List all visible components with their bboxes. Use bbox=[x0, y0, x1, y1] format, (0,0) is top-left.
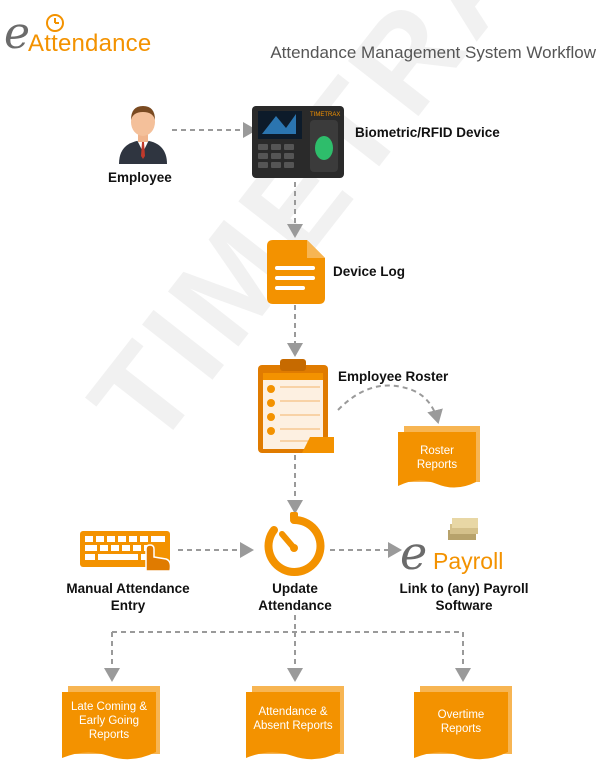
attendance-reports-line: Attendance & bbox=[258, 706, 328, 718]
roster-label: Employee Roster bbox=[338, 369, 449, 384]
payroll-link-line: Link to (any) Payroll bbox=[399, 581, 529, 596]
manual-entry-label: Manual Attendance Entry bbox=[55, 580, 201, 614]
manual-entry-line: Entry bbox=[110, 598, 146, 613]
attendance-reports-text: Attendance & Absent Reports bbox=[246, 705, 340, 733]
roster-reports-line: Reports bbox=[416, 459, 458, 471]
biometric-device-icon: TIMETRAX bbox=[252, 106, 344, 178]
late-reports-line: Reports bbox=[88, 729, 130, 741]
overtime-reports-line: Reports bbox=[440, 723, 482, 735]
arrow-roster-reports bbox=[337, 384, 443, 424]
roster-reports-line: Roster bbox=[420, 445, 454, 457]
payroll-logo-text: Payroll bbox=[433, 548, 504, 574]
attendance-reports-shape bbox=[246, 686, 344, 760]
page-title: Attendance Management System Workflow bbox=[270, 43, 596, 62]
keyboard-icon bbox=[80, 531, 172, 572]
logo-e: e bbox=[4, 8, 31, 59]
late-reports-line: Late Coming & bbox=[70, 701, 148, 713]
device-brand-text: TIMETRAX bbox=[310, 112, 340, 118]
late-reports-shape bbox=[62, 686, 160, 760]
payroll-link-line: Software bbox=[435, 598, 493, 613]
document-icon bbox=[267, 240, 325, 304]
payroll-link-label: Link to (any) Payroll Software bbox=[385, 580, 543, 614]
logo-text: Attendance bbox=[28, 30, 152, 57]
update-attendance-line: Attendance bbox=[258, 598, 332, 613]
device-label: Biometric/RFID Device bbox=[355, 125, 500, 140]
update-attendance-line: Update bbox=[272, 581, 318, 596]
employee-avatar-icon bbox=[119, 106, 167, 164]
attendance-reports-line: Absent Reports bbox=[253, 720, 333, 732]
manual-entry-line: Manual Attendance bbox=[66, 581, 190, 596]
update-attendance-label: Update Attendance bbox=[238, 580, 352, 614]
payroll-logo-e: e bbox=[400, 526, 428, 580]
late-reports-text: Late Coming & Early Going Reports bbox=[62, 700, 156, 742]
device-log-label: Device Log bbox=[333, 264, 406, 279]
overtime-reports-line: Overtime bbox=[437, 709, 485, 721]
clipboard-roster-icon bbox=[258, 359, 334, 453]
roster-reports-text: Roster Reports bbox=[398, 444, 476, 472]
money-stack-icon bbox=[448, 518, 478, 540]
timer-icon bbox=[264, 512, 325, 576]
employee-label: Employee bbox=[108, 170, 172, 185]
overtime-reports-shape bbox=[414, 686, 512, 760]
overtime-reports-text: Overtime Reports bbox=[414, 708, 508, 736]
roster-reports-shape bbox=[398, 426, 480, 488]
clock-icon bbox=[46, 14, 64, 32]
late-reports-line: Early Going bbox=[78, 715, 140, 727]
